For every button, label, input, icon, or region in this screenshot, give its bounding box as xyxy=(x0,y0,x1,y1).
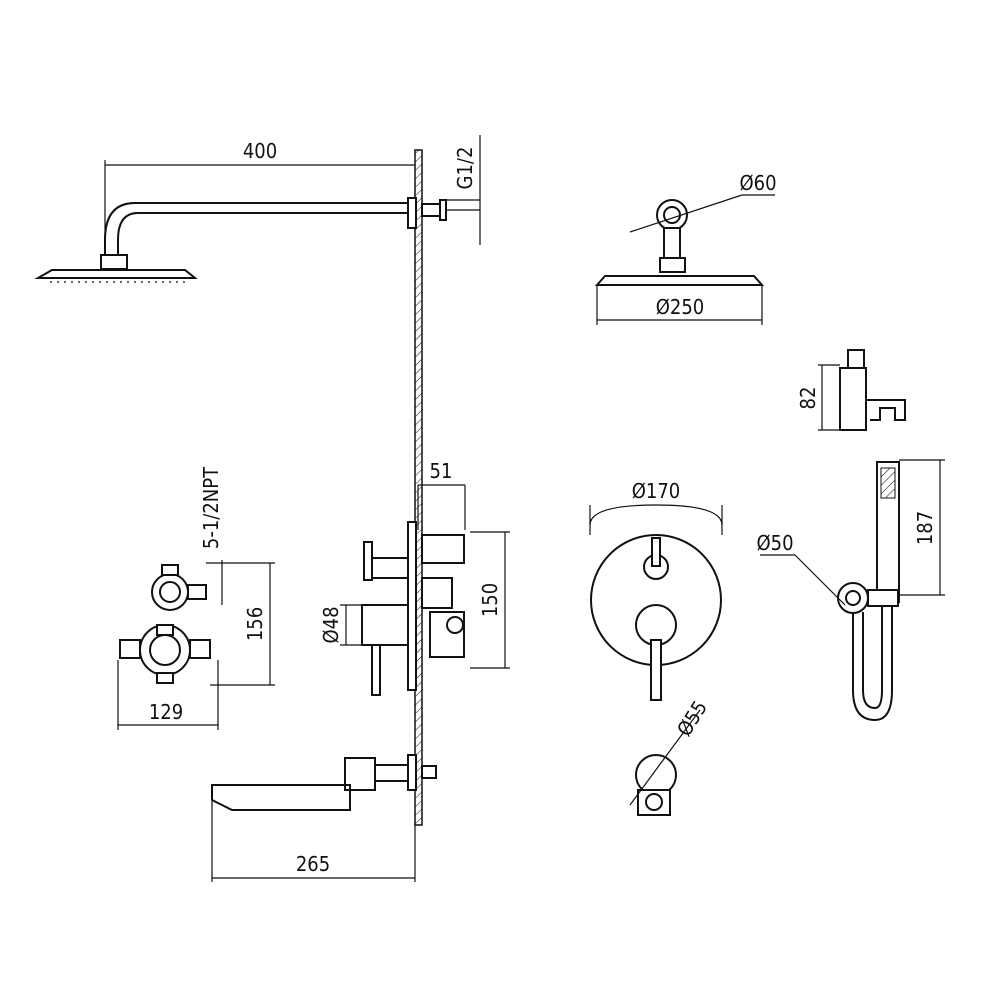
dim-thread: G1/2 xyxy=(453,147,477,190)
dim-flange-dia: Ø60 xyxy=(739,171,776,195)
dim-handshower-length: 187 xyxy=(913,511,937,545)
spout-side-view: 265 xyxy=(211,754,437,882)
dim-valve-depth: 51 xyxy=(430,459,453,483)
mixer-valve-front-view: Ø170 xyxy=(589,479,723,701)
overhead-shower-side-view: 400 G1/2 xyxy=(34,135,481,283)
spout-front-view: Ø55 xyxy=(629,696,712,816)
overhead-shower-front-view: Ø250 Ø60 xyxy=(594,171,777,325)
mixer-valve-side-view: 51 150 Ø48 xyxy=(319,459,510,696)
dim-rough-in-height: 156 xyxy=(243,607,267,641)
dim-valve-height: 150 xyxy=(478,583,502,617)
handshower: 187 Ø50 xyxy=(756,459,945,722)
dim-plate-dia: Ø170 xyxy=(632,479,681,503)
handshower-holder: 82 xyxy=(796,349,906,431)
dim-outlet-dia: Ø50 xyxy=(756,531,793,555)
dim-spout-length: 265 xyxy=(296,852,330,876)
dim-rough-in-thread: 5-1/2NPT xyxy=(199,466,223,549)
rough-in-valve: 156 5-1/2NPT 129 xyxy=(117,466,275,730)
dim-rough-in-width: 129 xyxy=(149,700,183,724)
dim-handle-dia: Ø48 xyxy=(319,606,343,643)
dim-arm-length: 400 xyxy=(243,139,277,163)
dim-holder-height: 82 xyxy=(796,387,820,410)
dim-spout-flange-dia: Ø55 xyxy=(672,696,712,740)
dim-head-dia: Ø250 xyxy=(656,295,705,319)
